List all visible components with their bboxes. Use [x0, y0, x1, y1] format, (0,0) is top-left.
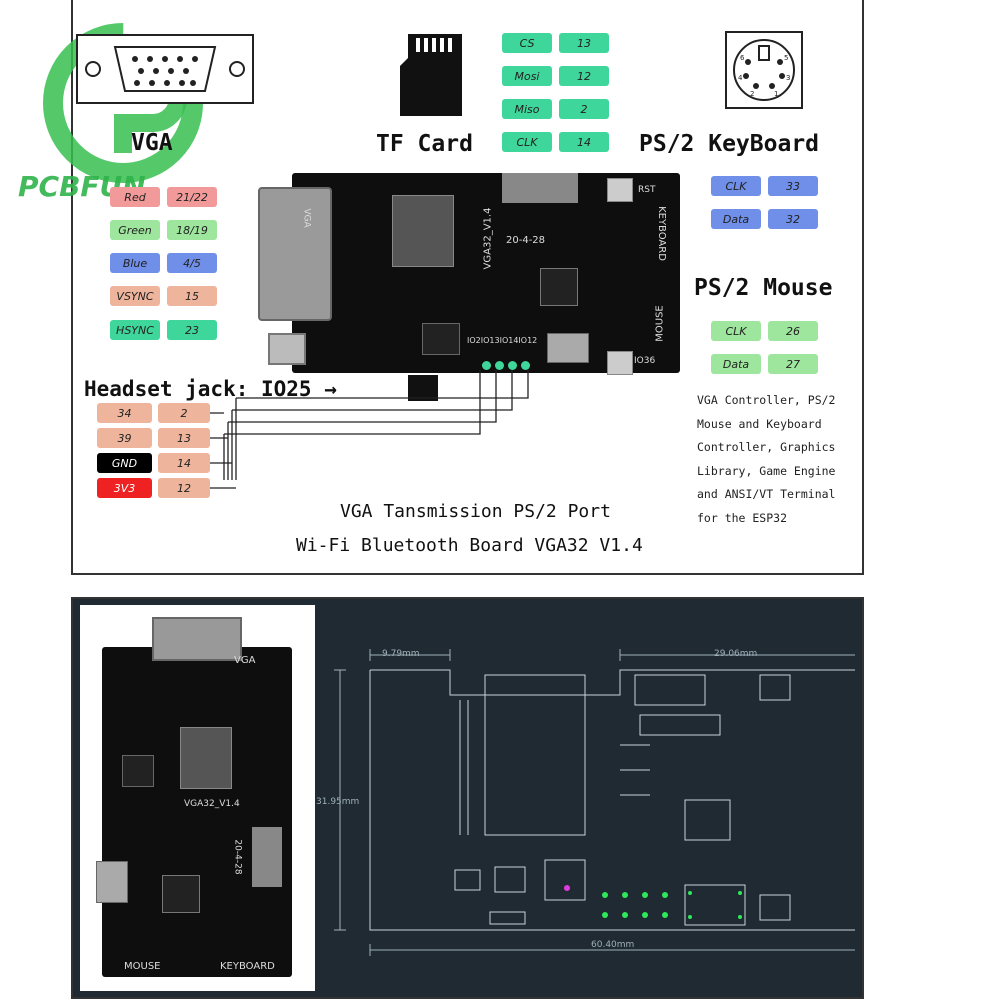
- description-line: and ANSI/VT Terminal: [697, 487, 836, 501]
- vga-port-image: [152, 617, 242, 661]
- rst-button-image: [607, 178, 633, 202]
- tf-pin-value: 12: [559, 66, 609, 86]
- vga-pin-name: Green: [110, 220, 160, 240]
- description-line: Controller, Graphics: [697, 440, 836, 454]
- esp32-module-image: [392, 195, 454, 267]
- keyboard-pin-name: CLK: [711, 176, 761, 196]
- vga-port-image: [258, 187, 332, 321]
- io-pin-left: GND: [97, 453, 152, 473]
- caption-line-2: Wi-Fi Bluetooth Board VGA32 V1.4: [296, 535, 643, 556]
- board-io-header-label: IO2IO13IO14IO12: [467, 336, 538, 345]
- ch340-chip-image: [162, 875, 200, 913]
- io-pin-right: 2: [158, 403, 210, 423]
- keyboard-pin-value: 33: [768, 176, 818, 196]
- vga-pin-name: HSYNC: [110, 320, 160, 340]
- board-photo-frame: VGA VGA32_V1.4 20-4-28 MOUSE KEYBOARD: [80, 605, 315, 991]
- io-pin-left: 3V3: [97, 478, 152, 498]
- mouse-pin-value: 26: [768, 321, 818, 341]
- board-rst-label: RST: [638, 185, 656, 195]
- mouse-pin-name: Data: [711, 354, 761, 374]
- tf-card-heading: TF Card: [376, 131, 473, 157]
- vga-pin-value: 4/5: [167, 253, 217, 273]
- tf-pin-name: Miso: [502, 99, 552, 119]
- board-keyboard-label: KEYBOARD: [655, 206, 667, 261]
- photo-keyboard-label: KEYBOARD: [220, 961, 275, 972]
- tf-pin-value: 13: [559, 33, 609, 53]
- board-photo-image: VGA VGA32_V1.4 20-4-28 MOUSE KEYBOARD: [96, 617, 292, 977]
- svg-text:3: 3: [786, 74, 790, 82]
- io-pin-left: 34: [97, 403, 152, 423]
- io36-button-image: [607, 351, 633, 375]
- sd-card-icon: [400, 34, 462, 116]
- io-pin-right: 13: [158, 428, 210, 448]
- description-text: VGA Controller, PS/2 Mouse and Keyboard …: [697, 389, 857, 530]
- caption-line-1: VGA Tansmission PS/2 Port: [340, 501, 611, 522]
- mouse-pin-name: CLK: [711, 321, 761, 341]
- tf-pin-value: 14: [559, 132, 609, 152]
- vga32-board-image: VGA VGA32_V1.4 20-4-28 KEYBOARD MOUSE RS…: [258, 173, 680, 375]
- photo-vga-label: VGA: [234, 655, 256, 666]
- svg-text:6: 6: [740, 54, 745, 62]
- description-line: Mouse and Keyboard: [697, 416, 822, 431]
- description-line: VGA Controller, PS/2: [697, 393, 836, 407]
- photo-date-label: 20-4-28: [232, 839, 243, 875]
- svg-text:1: 1: [774, 90, 778, 98]
- vga-pin-value: 18/19: [167, 220, 217, 240]
- ps2-connector-icon: 6 5 4 3 2 1: [725, 31, 803, 109]
- tf-pin-name: CS: [502, 33, 552, 53]
- vga-pin-value: 21/22: [167, 187, 217, 207]
- keyboard-pin-name: Data: [711, 209, 761, 229]
- tf-pin-name: Mosi: [502, 66, 552, 86]
- board-vga-label: VGA: [301, 208, 312, 228]
- dimension-height: 31.95mm: [316, 797, 360, 807]
- board-mouse-label: MOUSE: [654, 305, 666, 342]
- svg-text:4: 4: [738, 74, 743, 82]
- screw-image: [268, 333, 306, 365]
- micro-usb-image: [547, 333, 589, 363]
- board-date-label: 20-4-28: [506, 235, 546, 246]
- headset-jack-image: [408, 375, 438, 401]
- sd-slot-image: [502, 173, 578, 203]
- io-connection-lines: [210, 370, 529, 489]
- mouse-pin-value: 27: [768, 354, 818, 374]
- dimension-left-top: 9.79mm: [382, 649, 420, 659]
- vga-pin-name: Red: [110, 187, 160, 207]
- photo-mouse-label: MOUSE: [124, 961, 161, 972]
- audio-chip-image: [122, 755, 154, 787]
- tf-pin-value: 2: [559, 99, 609, 119]
- vga-connector-icon: [76, 34, 254, 104]
- io-pin-right: 12: [158, 478, 210, 498]
- ps2-mouse-heading: PS/2 Mouse: [694, 275, 833, 301]
- ps2-keyboard-heading: PS/2 KeyBoard: [639, 131, 820, 157]
- vga-pin-value: 23: [167, 320, 217, 340]
- board-model-label: VGA32_V1.4: [482, 207, 494, 270]
- io-pin-right: 14: [158, 453, 210, 473]
- svg-text:5: 5: [784, 54, 788, 62]
- svg-text:2: 2: [750, 90, 754, 98]
- esp32-module-image: [180, 727, 232, 789]
- ch340-chip-image: [540, 268, 578, 306]
- vga-pin-name: Blue: [110, 253, 160, 273]
- keyboard-pin-value: 32: [768, 209, 818, 229]
- description-line: for the ESP32: [697, 510, 788, 525]
- photo-model-label: VGA32_V1.4: [184, 799, 240, 809]
- sd-slot-image: [252, 827, 282, 887]
- headset-jack-label: Headset jack: IO25 →: [84, 377, 337, 401]
- dimension-width: 60.40mm: [591, 940, 635, 950]
- vga-pin-name: VSYNC: [110, 286, 160, 306]
- io-header-image: [482, 361, 530, 373]
- tf-pin-name: CLK: [502, 132, 552, 152]
- description-line: Library, Game Engine: [697, 463, 836, 478]
- board-io36-label: IO36: [634, 356, 656, 366]
- audio-chip-image: [422, 323, 460, 355]
- micro-usb-image: [96, 861, 128, 903]
- vga-pin-value: 15: [167, 286, 217, 306]
- vga-heading: VGA: [131, 130, 173, 156]
- pcb-dimension-drawing: [334, 649, 855, 956]
- io-pin-left: 39: [97, 428, 152, 448]
- dimension-right-top: 29.06mm: [714, 649, 758, 659]
